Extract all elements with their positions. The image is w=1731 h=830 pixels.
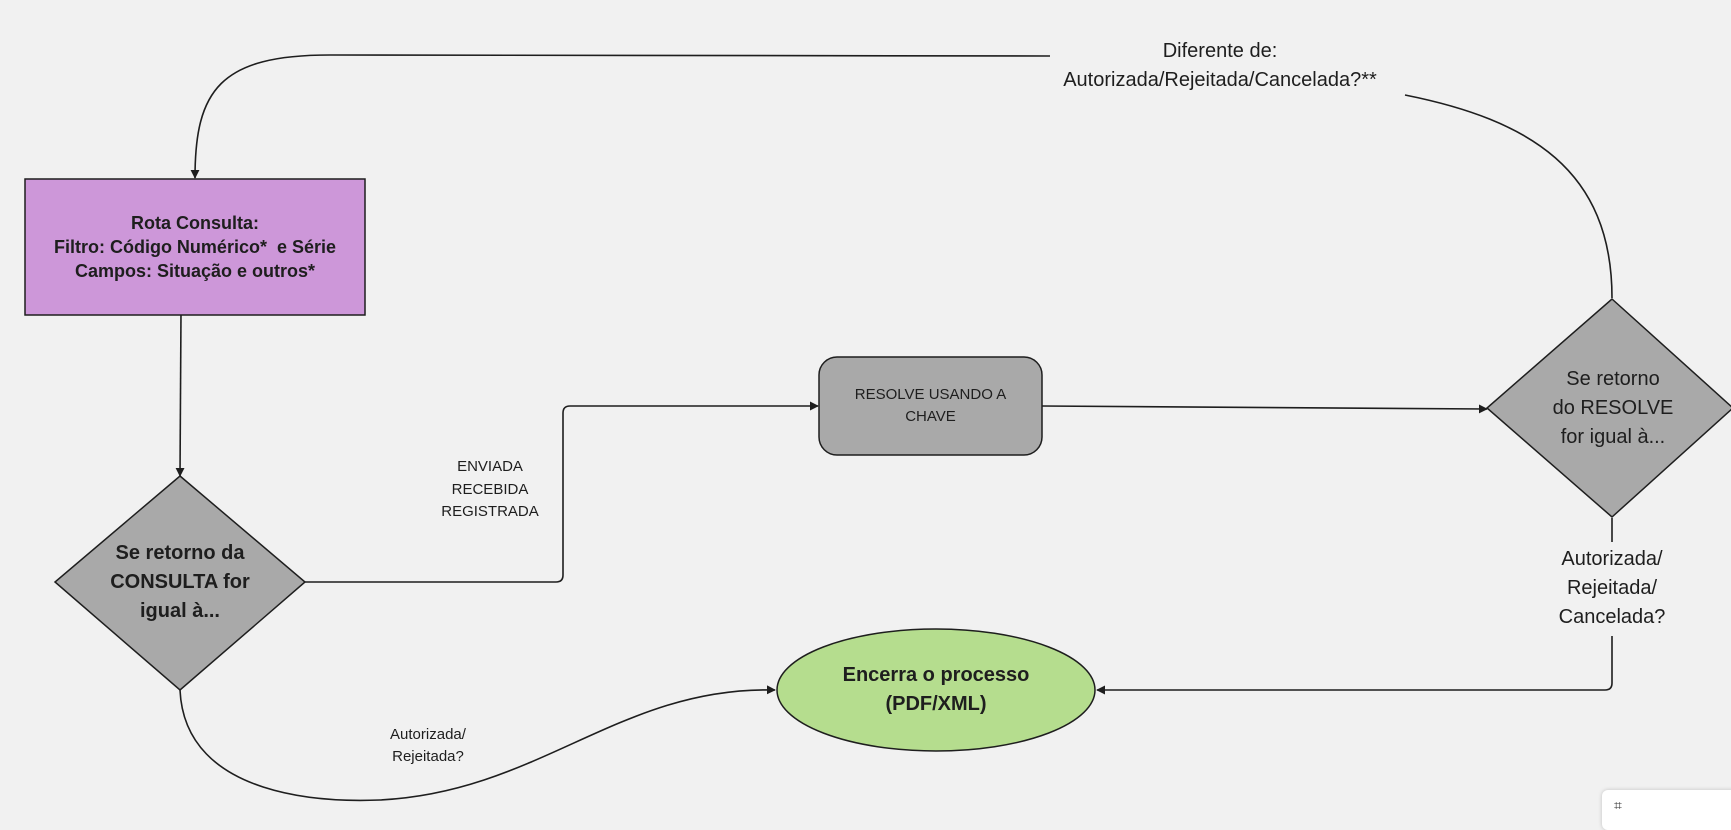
edge-decision-to-encerra bbox=[179, 685, 776, 802]
resolve-label: RESOLVE USANDO A CHAVE bbox=[819, 357, 1042, 455]
decision-consulta-line-2: CONSULTA for bbox=[110, 571, 250, 593]
edge-label-enviada-line-2: RECEBIDA bbox=[451, 480, 529, 498]
edge-diferente-to-rota bbox=[190, 54, 1051, 179]
rota-consulta-line-2: Filtro: Código Numérico* e Série bbox=[53, 236, 337, 257]
edge-label-ar-line-2: Rejeitada? bbox=[392, 748, 464, 765]
rota-consulta-line-1: Rota Consulta: bbox=[130, 212, 259, 233]
encerra-label: Encerra o processo (PDF/XML) bbox=[777, 650, 1095, 730]
decision-resolve-label: Se retorno do RESOLVE for igual à... bbox=[1530, 358, 1696, 458]
edge-label-autorizada-rejeitada: Autorizada/ Rejeitada? bbox=[368, 722, 488, 770]
decision-resolve-line-3: for igual à... bbox=[1560, 425, 1666, 448]
edge-label-arc-line-2: Rejeitada/ bbox=[1566, 576, 1658, 599]
decision-consulta-label: Se retorno da CONSULTA for igual à... bbox=[80, 530, 280, 635]
flowchart-canvas bbox=[24, 54, 1731, 802]
decision-resolve-line-2: do RESOLVE bbox=[1552, 396, 1674, 419]
rota-consulta-box[interactable] bbox=[24, 178, 366, 316]
decision-consulta-diamond[interactable] bbox=[53, 475, 307, 691]
encerra-ellipse[interactable] bbox=[776, 628, 1096, 752]
edge-label-enviada: ENVIADA RECEBIDA REGISTRADA bbox=[420, 455, 560, 525]
edge-label-diferente-line-1: Diferente de: bbox=[1162, 40, 1278, 62]
encerra-line-2: (PDF/XML) bbox=[885, 693, 987, 715]
frame-icon[interactable]: ⌗ bbox=[1614, 798, 1622, 814]
canvas-toolbar[interactable]: ⌗ bbox=[1602, 790, 1731, 830]
edge-label-arc-line-3: Cancelada? bbox=[1558, 605, 1666, 628]
resolve-line-2: CHAVE bbox=[905, 408, 956, 425]
edge-label-enviada-line-1: ENVIADA bbox=[457, 458, 523, 476]
decision-consulta-line-1: Se retorno da bbox=[115, 542, 245, 564]
edge-label-enviada-line-3: REGISTRADA bbox=[441, 503, 539, 521]
edge-label-arc-line-1: Autorizada/ bbox=[1561, 547, 1663, 570]
resolve-box[interactable] bbox=[818, 356, 1043, 456]
edge-resolve-to-decision2 bbox=[1041, 404, 1488, 414]
encerra-line-1: Encerra o processo bbox=[842, 664, 1030, 686]
edge-label-ar-line-1: Autorizada/ bbox=[390, 725, 466, 743]
rota-consulta-label: Rota Consulta: Filtro: Código Numérico* … bbox=[25, 179, 365, 315]
resolve-line-1: RESOLVE USANDO A bbox=[854, 385, 1007, 403]
edge-label-autorizada-rejeitada-cancelada: Autorizada/ Rejeitada/ Cancelada? bbox=[1537, 542, 1687, 634]
edge-decision2-to-rota bbox=[1404, 94, 1613, 299]
decision-consulta-line-3: igual à... bbox=[139, 600, 220, 622]
rota-consulta-line-3: Campos: Situação e outros* bbox=[74, 261, 316, 282]
edge-decision-to-resolve bbox=[304, 401, 819, 583]
edge-rota-to-decision bbox=[175, 311, 185, 477]
decision-resolve-line-1: Se retorno bbox=[1566, 367, 1660, 390]
edge-decision2-to-encerra bbox=[1096, 636, 1613, 695]
edge-label-diferente-line-2: Autorizada/Rejeitada/Cancelada?** bbox=[1063, 69, 1377, 91]
edge-label-diferente-de: Diferente de: Autorizada/Rejeitada/Cance… bbox=[1040, 34, 1400, 98]
decision-resolve-diamond[interactable] bbox=[1485, 297, 1731, 519]
